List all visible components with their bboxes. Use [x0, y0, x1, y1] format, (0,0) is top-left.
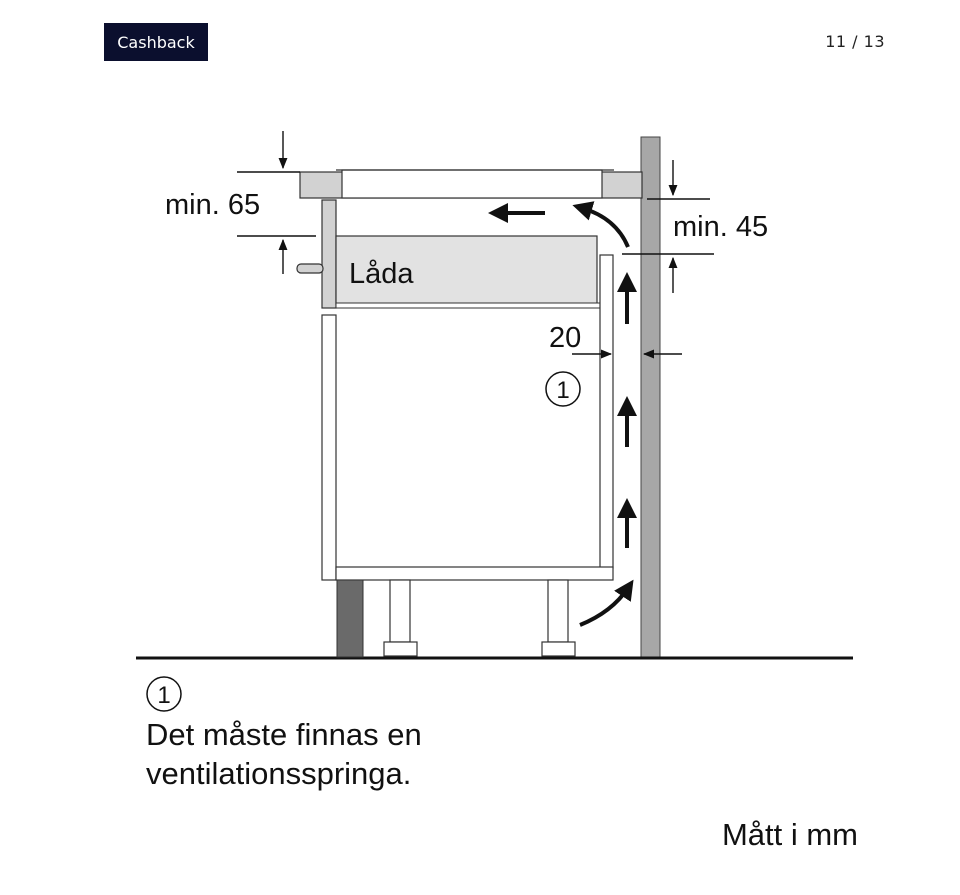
- drawer-label: Låda: [349, 258, 414, 290]
- worktop: [299, 169, 643, 199]
- plinth: [336, 579, 364, 658]
- leg-right: [541, 579, 576, 657]
- cashback-tag[interactable]: Cashback: [104, 23, 208, 61]
- label-min45: min. 45: [673, 211, 768, 243]
- airflow-arrows: [488, 201, 637, 627]
- cabinet-bottom: [335, 566, 614, 581]
- cabinet-back-panel: [599, 254, 614, 569]
- dimension-min65: [237, 131, 316, 274]
- units-note: Mått i mm: [722, 817, 858, 852]
- legend-line-2: ventilationsspringa.: [146, 756, 411, 791]
- legend-marker-circle: [146, 676, 182, 712]
- dimension-min45: [622, 160, 714, 293]
- marker-number: 1: [556, 377, 569, 404]
- wall: [640, 136, 661, 658]
- drawer: [335, 235, 598, 305]
- leg-left: [383, 579, 418, 657]
- cabinet-shelf: [335, 302, 601, 309]
- legend-line-1: Det måste finnas en: [146, 717, 422, 752]
- drawer-handle: [296, 263, 324, 274]
- drawer-front-panel: [321, 199, 337, 309]
- page-indicator: 11 / 13: [825, 32, 885, 51]
- label-min65: min. 65: [165, 189, 260, 221]
- label-gap20: 20: [549, 322, 581, 354]
- cabinet-left-side: [321, 314, 337, 581]
- legend-marker-number: 1: [157, 682, 170, 709]
- marker-circle: [545, 371, 581, 407]
